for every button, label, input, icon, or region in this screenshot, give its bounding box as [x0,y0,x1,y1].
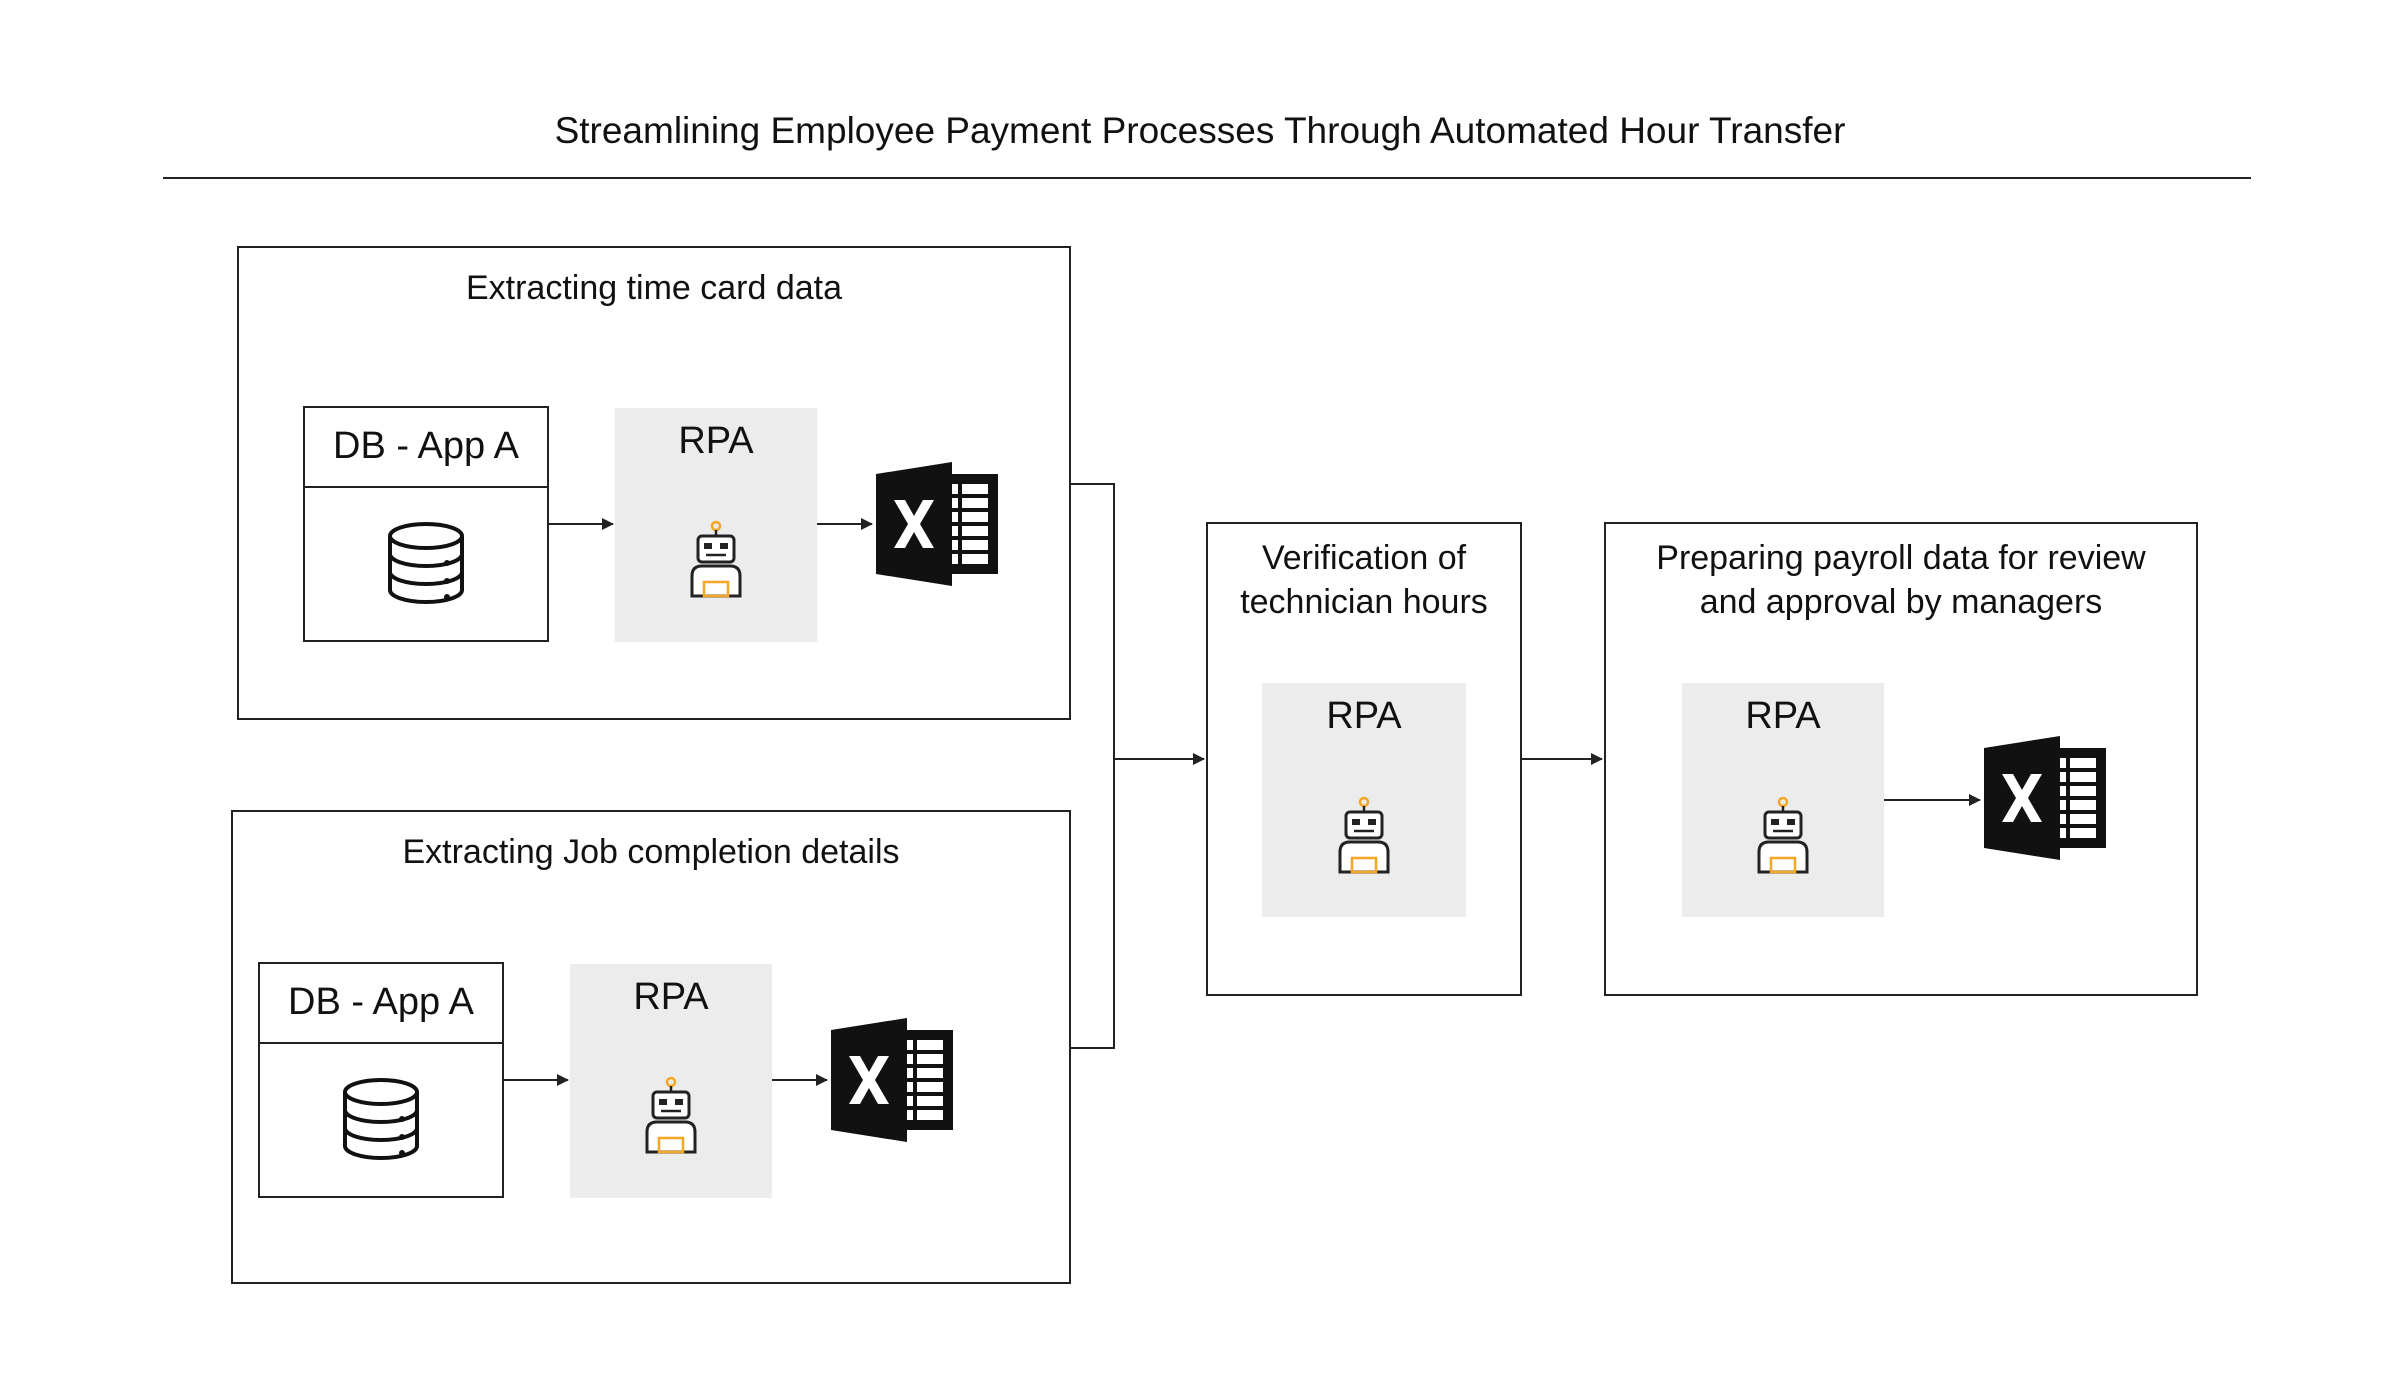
page-title: Streamlining Employee Payment Processes … [554,110,1846,151]
database-icon [343,1078,419,1160]
rpa-label: RPA [1326,695,1402,737]
panel-payroll-title-line2: and approval by managers [1699,583,2103,621]
excel-icon [831,1018,953,1142]
rpa-box-time-card: RPA [615,408,817,642]
panel-payroll-title-line1: Preparing payroll data for review [1656,539,2146,577]
rpa-label: RPA [633,976,709,1018]
panel-verification-title-line2: technician hours [1240,583,1488,621]
database-label: DB - App A [305,408,547,488]
rpa-box-verification: RPA [1262,683,1466,917]
robot-icon [1757,796,1809,874]
excel-icon [876,462,998,586]
bracket-connector [1071,483,1115,1049]
database-icon [388,522,464,604]
panel-job-completion-title: Extracting Job completion details [402,833,900,871]
panel-time-card-title: Extracting time card data [465,269,843,307]
rpa-label: RPA [678,420,754,462]
database-label: DB - App A [260,964,502,1044]
title-divider [163,177,2251,179]
robot-icon [1338,796,1390,874]
excel-icon [1984,736,2106,860]
rpa-box-payroll: RPA [1682,683,1884,917]
robot-icon [690,520,742,598]
panel-verification-title-line1: Verification of [1261,539,1467,577]
rpa-label: RPA [1745,695,1821,737]
robot-icon [645,1076,697,1154]
rpa-box-job-completion: RPA [570,964,772,1198]
